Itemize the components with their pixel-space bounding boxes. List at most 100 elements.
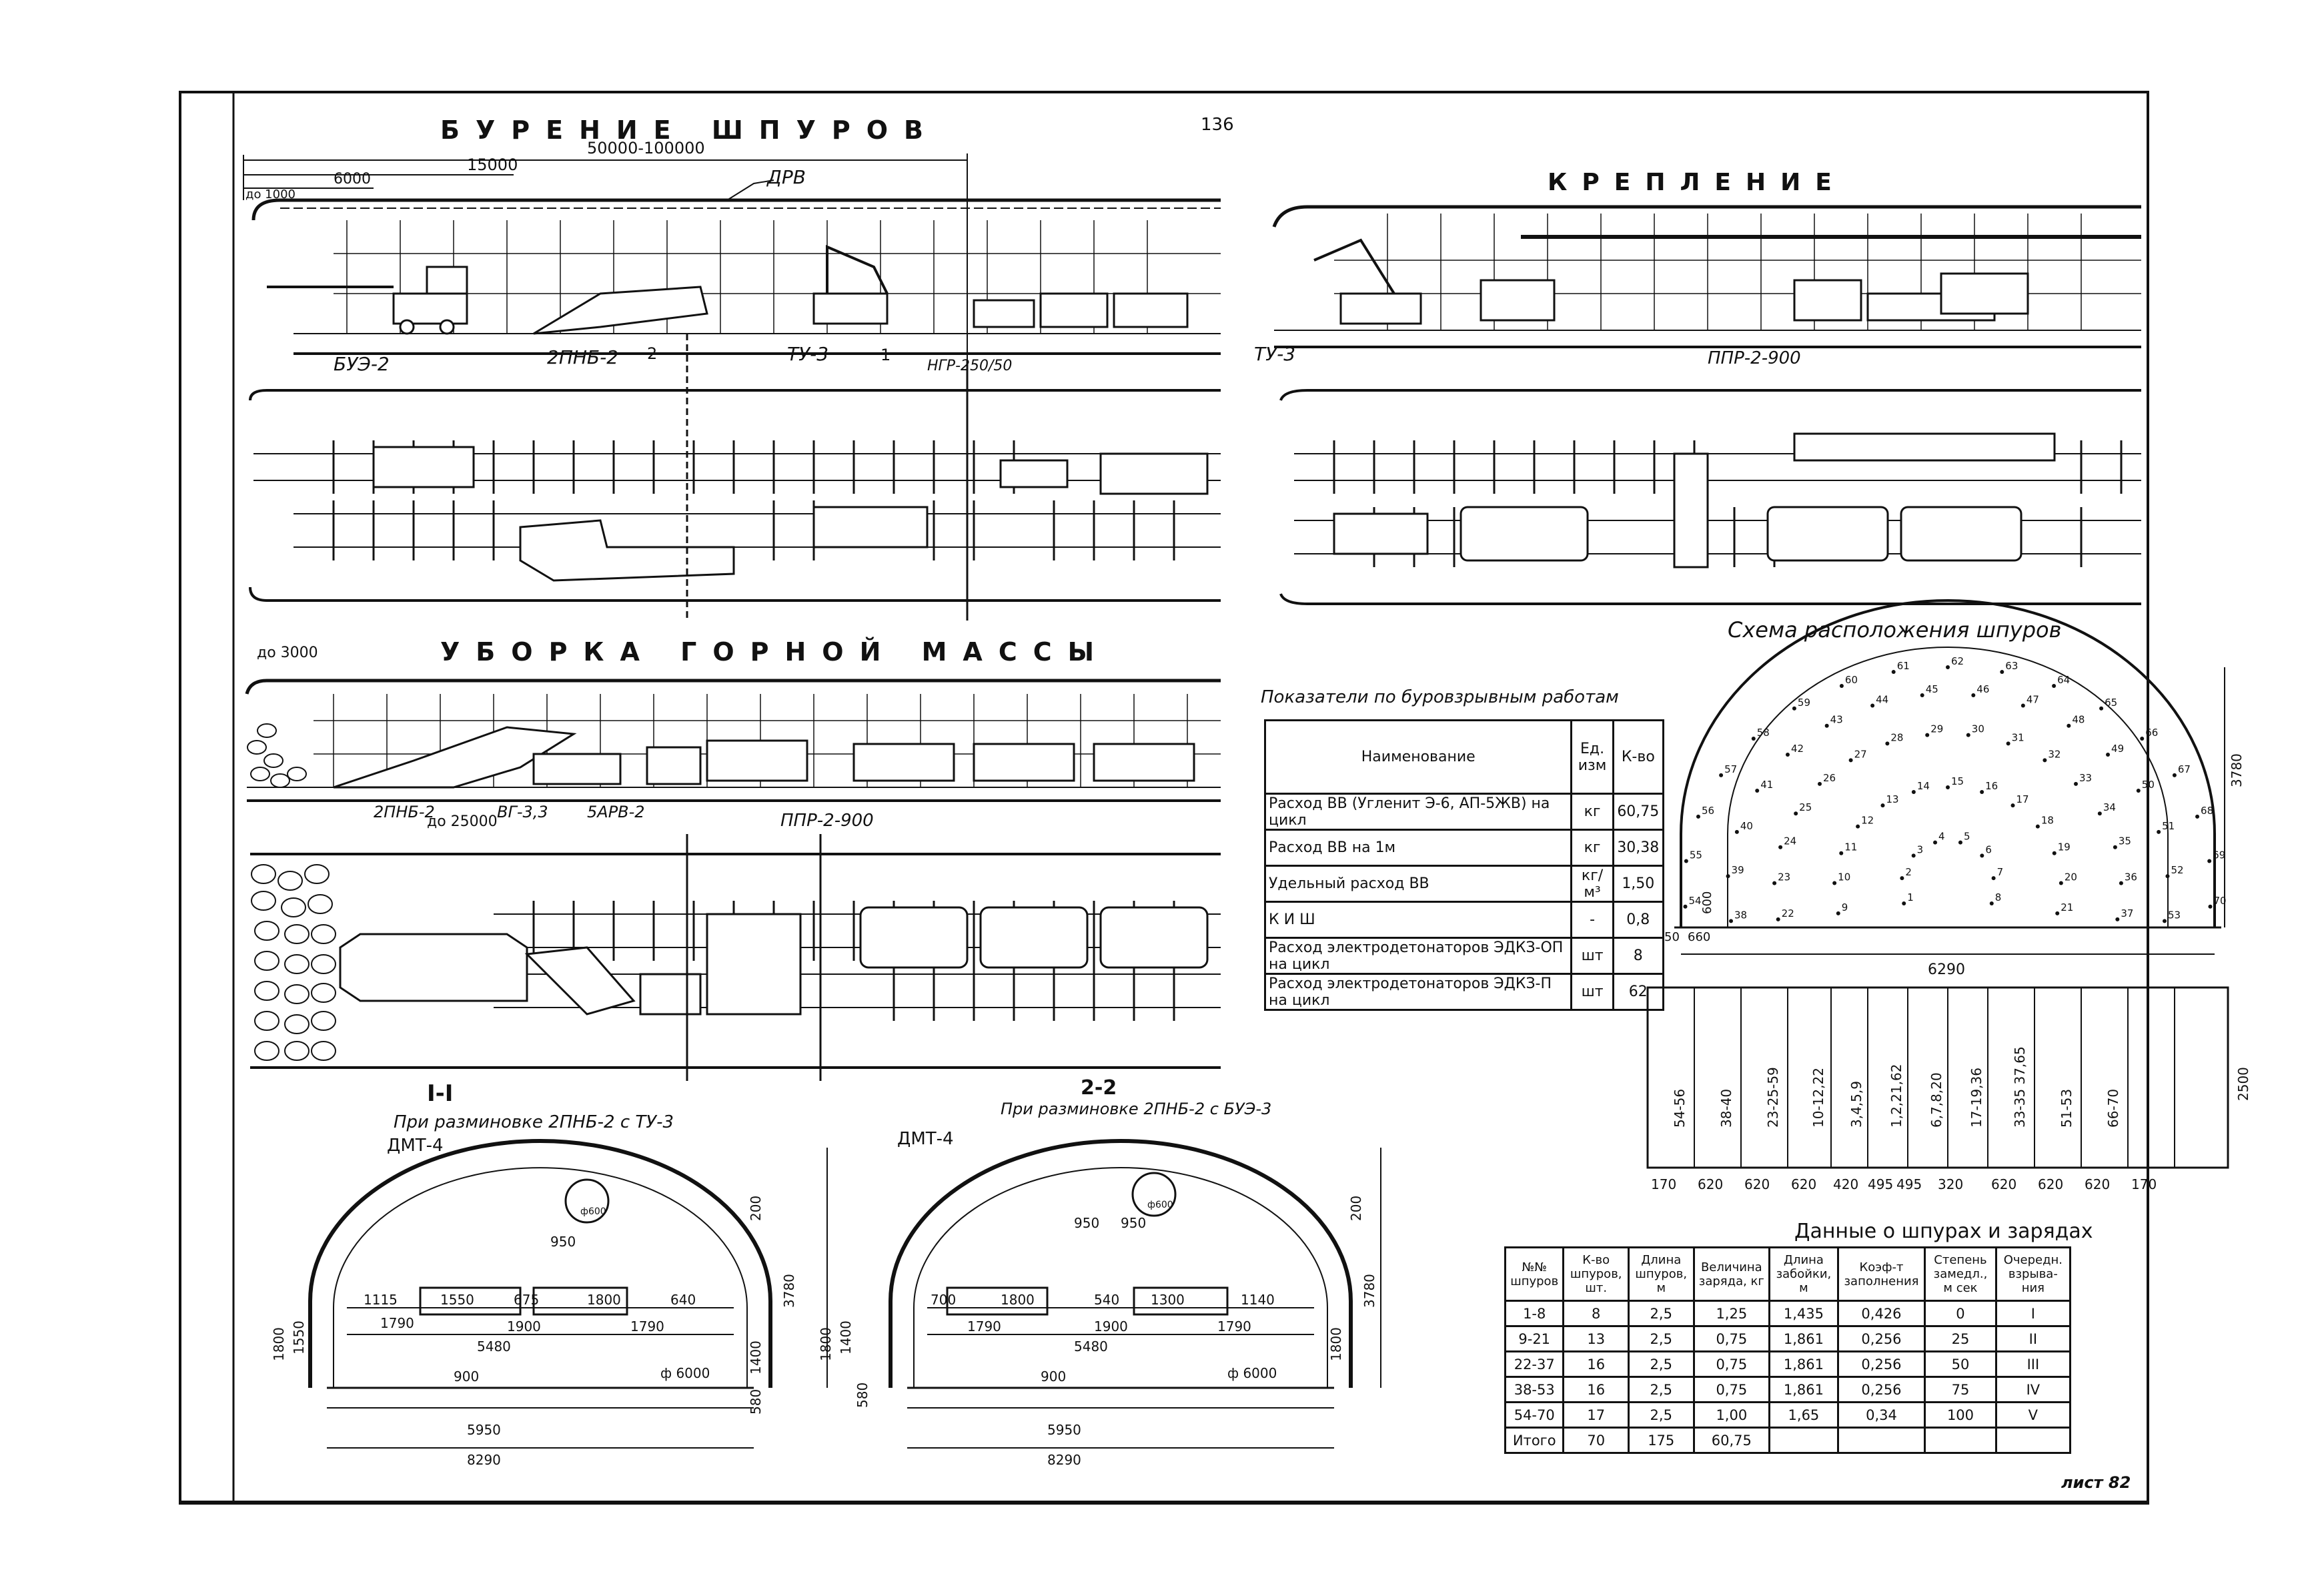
strip-label: 38-40 <box>1718 1089 1734 1128</box>
drilling-dim-6000: 6000 <box>334 171 371 187</box>
section-dim: 3780 <box>1361 1274 1377 1308</box>
section-dim: 950 <box>550 1234 576 1250</box>
section-dim: 900 <box>454 1368 479 1385</box>
hole-point <box>1776 917 1780 921</box>
hole-number: 12 <box>1861 815 1874 827</box>
mucking-dim-25000: до 25000 <box>427 813 498 830</box>
charges-cell: 1-8 <box>1504 1300 1565 1327</box>
section-dim: 1300 <box>1151 1292 1185 1308</box>
mucking-ppr-label: ППР-2-900 <box>780 811 874 831</box>
charges-cell: 0,256 <box>1836 1376 1926 1403</box>
section-1-title: I-I <box>427 1080 453 1107</box>
indicators-cell-qty: 0,8 <box>1612 901 1665 939</box>
section-dim: 8290 <box>1047 1452 1081 1468</box>
section-dim: 540 <box>1094 1292 1119 1308</box>
hole-number: 51 <box>2162 820 2175 832</box>
hole-point <box>2097 811 2102 816</box>
section-dim: 5480 <box>1074 1338 1108 1354</box>
strip-dim: 495 <box>1868 1176 1893 1192</box>
hole-point <box>1880 803 1885 808</box>
section-dim: 1800 <box>271 1327 287 1361</box>
strip-label: 17-19,36 <box>1968 1068 1984 1128</box>
strip-label: 1,2,21,62 <box>1888 1064 1904 1128</box>
hole-point <box>2035 824 2040 829</box>
charges-cell: 1,861 <box>1768 1376 1839 1403</box>
charges-header: Коэф-т заполнения <box>1836 1246 1926 1302</box>
section-2-mark: 2 <box>647 344 657 363</box>
charges-cell: 0,75 <box>1692 1325 1771 1352</box>
section-dim: 1790 <box>380 1315 414 1331</box>
charges-cell: 9-21 <box>1504 1325 1565 1352</box>
strip-dim: 495 <box>1896 1176 1922 1192</box>
section-dim: 5480 <box>477 1338 511 1354</box>
hole-number: 39 <box>1732 864 1744 876</box>
mucking-pnb-label: 2ПНБ-2 <box>374 803 435 821</box>
hole-point <box>1751 737 1756 741</box>
hole-point <box>1911 853 1916 858</box>
charges-cell: 38-53 <box>1504 1376 1565 1403</box>
hole-point <box>2000 670 2004 675</box>
hole-point <box>1946 665 1950 669</box>
mucking-title: УБОРКА ГОРНОЙ МАССЫ <box>440 637 1110 667</box>
hole-point <box>1794 811 1798 816</box>
hole-point <box>2099 706 2104 711</box>
support-side-view <box>1272 205 2141 348</box>
hole-point <box>2059 881 2063 885</box>
hole-point <box>1933 840 1938 845</box>
drv-label: ДРВ <box>766 166 806 188</box>
hole-point <box>2136 789 2141 793</box>
section-dim: 1800 <box>1001 1292 1035 1308</box>
section-dim: 1800 <box>818 1327 834 1361</box>
hole-number: 23 <box>1778 871 1790 883</box>
mucking-side-view <box>245 679 1221 802</box>
hole-point <box>1836 911 1840 915</box>
charges-cell: 16 <box>1562 1350 1630 1378</box>
section-1-caption: При разминовке 2ПНБ-2 с ТУ-3 <box>394 1112 674 1132</box>
hole-number: 1 <box>1907 891 1914 903</box>
section-dim: 1400 <box>838 1320 854 1354</box>
charges-header: Длина шпуров, м <box>1627 1246 1695 1302</box>
charges-cell: 54-70 <box>1504 1401 1565 1429</box>
charges-cell: 22-37 <box>1504 1350 1565 1378</box>
section-dim: ф600 <box>580 1206 606 1217</box>
charges-cell: 1,435 <box>1768 1300 1839 1327</box>
hole-number: 35 <box>2119 835 2131 847</box>
sheet-frame <box>179 91 2149 1505</box>
cross-section-1 <box>308 1139 828 1449</box>
vg-label: ВГ-3,3 <box>497 803 548 821</box>
section-dim: 1550 <box>440 1292 474 1308</box>
hole-point <box>1856 824 1860 829</box>
hole-scheme-dim-660: 660 <box>1688 930 1710 944</box>
hole-point <box>1839 683 1844 688</box>
hole-point <box>1778 845 1783 849</box>
hole-number: 26 <box>1823 772 1836 784</box>
section-1-mark: 1 <box>881 346 891 364</box>
support-title: КРЕПЛЕНИЕ <box>1548 169 1846 196</box>
hole-point <box>2140 737 2145 741</box>
charges-cell: 25 <box>1924 1325 1997 1352</box>
hole-point <box>2115 917 2120 921</box>
hole-point <box>2195 814 2200 819</box>
charges-cell: 1,00 <box>1692 1401 1771 1429</box>
charges-cell: 8 <box>1562 1300 1630 1327</box>
hole-number: 20 <box>2065 871 2077 883</box>
hole-point <box>1734 829 1739 834</box>
strip-label: 33-35 37,65 <box>2012 1046 2028 1128</box>
strip-label: 10-12,22 <box>1810 1068 1826 1128</box>
indicators-title: Показатели по буровзрывным работам <box>1261 687 1619 707</box>
hole-scheme-width: 6290 <box>1928 961 1965 978</box>
sheet-label: лист 82 <box>2061 1473 2131 1492</box>
section-dim: 675 <box>514 1292 539 1308</box>
section-dim: 3780 <box>781 1274 797 1308</box>
hole-number: 13 <box>1886 793 1898 805</box>
hole-number: 29 <box>1930 723 1943 735</box>
hole-point <box>2073 781 2078 786</box>
strip-dim: 320 <box>1938 1176 1963 1192</box>
hole-point <box>2172 773 2177 777</box>
